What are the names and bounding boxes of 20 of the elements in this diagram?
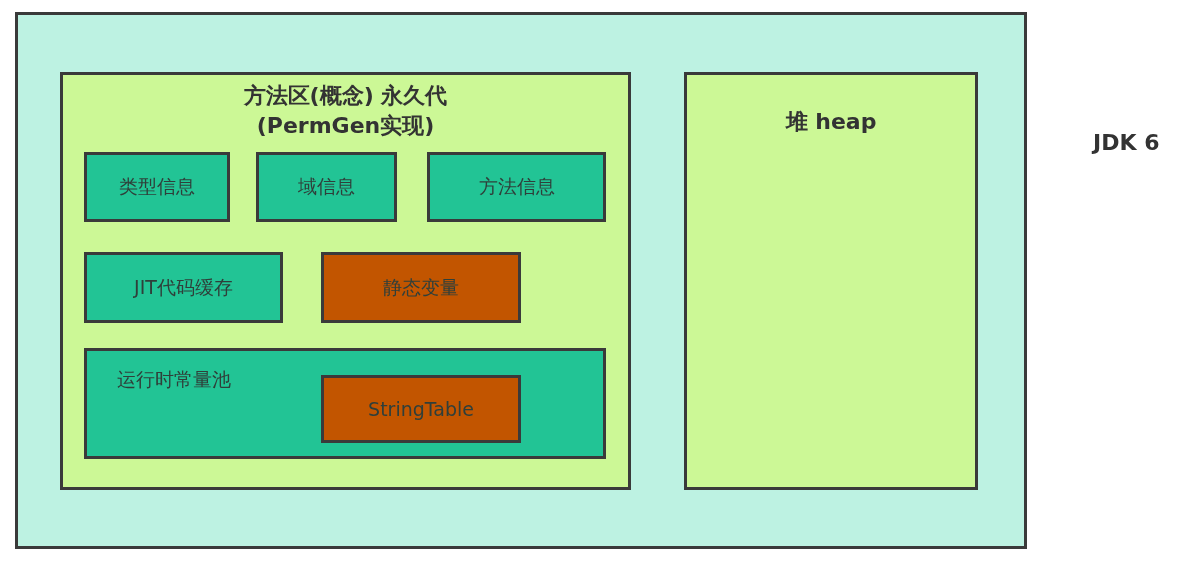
data-box xyxy=(256,152,397,222)
data-box xyxy=(321,252,521,323)
data-box xyxy=(321,375,521,443)
data-box xyxy=(427,152,606,222)
heading: 堆 heap xyxy=(785,108,877,136)
method-area-box xyxy=(60,72,631,490)
version-label: JDK 6 xyxy=(1093,130,1160,155)
label: 方法信息 xyxy=(478,174,555,199)
label: 运行时常量池 xyxy=(117,367,231,392)
data-box xyxy=(84,252,283,323)
label: 类型信息 xyxy=(119,174,195,199)
label: JIT代码缓存 xyxy=(134,274,233,300)
label: 静态变量 xyxy=(383,274,459,300)
data-box xyxy=(84,152,230,222)
label: 域信息 xyxy=(298,174,355,199)
outer-frame xyxy=(15,12,1027,549)
heading: 方法区(概念) 永久代(PermGen实现) xyxy=(242,82,449,140)
constant-pool-box xyxy=(84,348,606,459)
heap-box xyxy=(684,72,978,490)
label: StringTable xyxy=(368,398,474,420)
